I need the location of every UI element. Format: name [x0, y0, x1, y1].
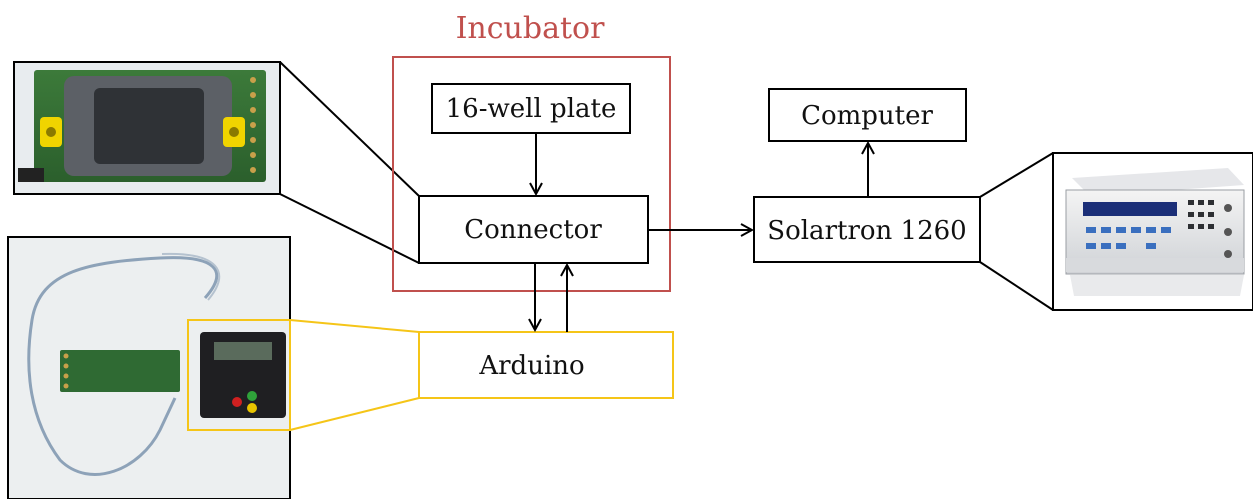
plate-node: 16-well plate: [431, 83, 631, 134]
callout-line-connector-top: [279, 61, 420, 197]
solartron-instrument-photo: [1052, 152, 1253, 311]
computer-label: Computer: [801, 101, 933, 131]
relay-board: [60, 350, 180, 392]
incubator-boundary: [392, 56, 671, 292]
arduino-setup-photo: [7, 236, 291, 499]
callout-line-solartron-top: [979, 152, 1054, 198]
callout-line-connector-bottom: [279, 193, 420, 264]
incubator-label: Incubator: [456, 11, 606, 46]
solartron-label: Solartron 1260: [767, 216, 966, 246]
connector-board-photo: [13, 61, 281, 195]
callout-line-arduino-bottom: [289, 397, 420, 431]
callout-line-solartron-bottom: [979, 261, 1054, 311]
plate-label: 16-well plate: [446, 94, 617, 124]
callout-line-arduino-top: [289, 319, 420, 333]
connector-label: Connector: [464, 215, 602, 245]
computer-node: Computer: [768, 88, 967, 142]
connector-node: Connector: [418, 195, 649, 264]
arduino-label: Arduino: [478, 351, 584, 381]
instrument-display: [1083, 202, 1177, 216]
arduino-node: Arduino: [418, 331, 674, 399]
solartron-node: Solartron 1260: [753, 196, 981, 263]
arduino-callout-box: [187, 319, 291, 431]
